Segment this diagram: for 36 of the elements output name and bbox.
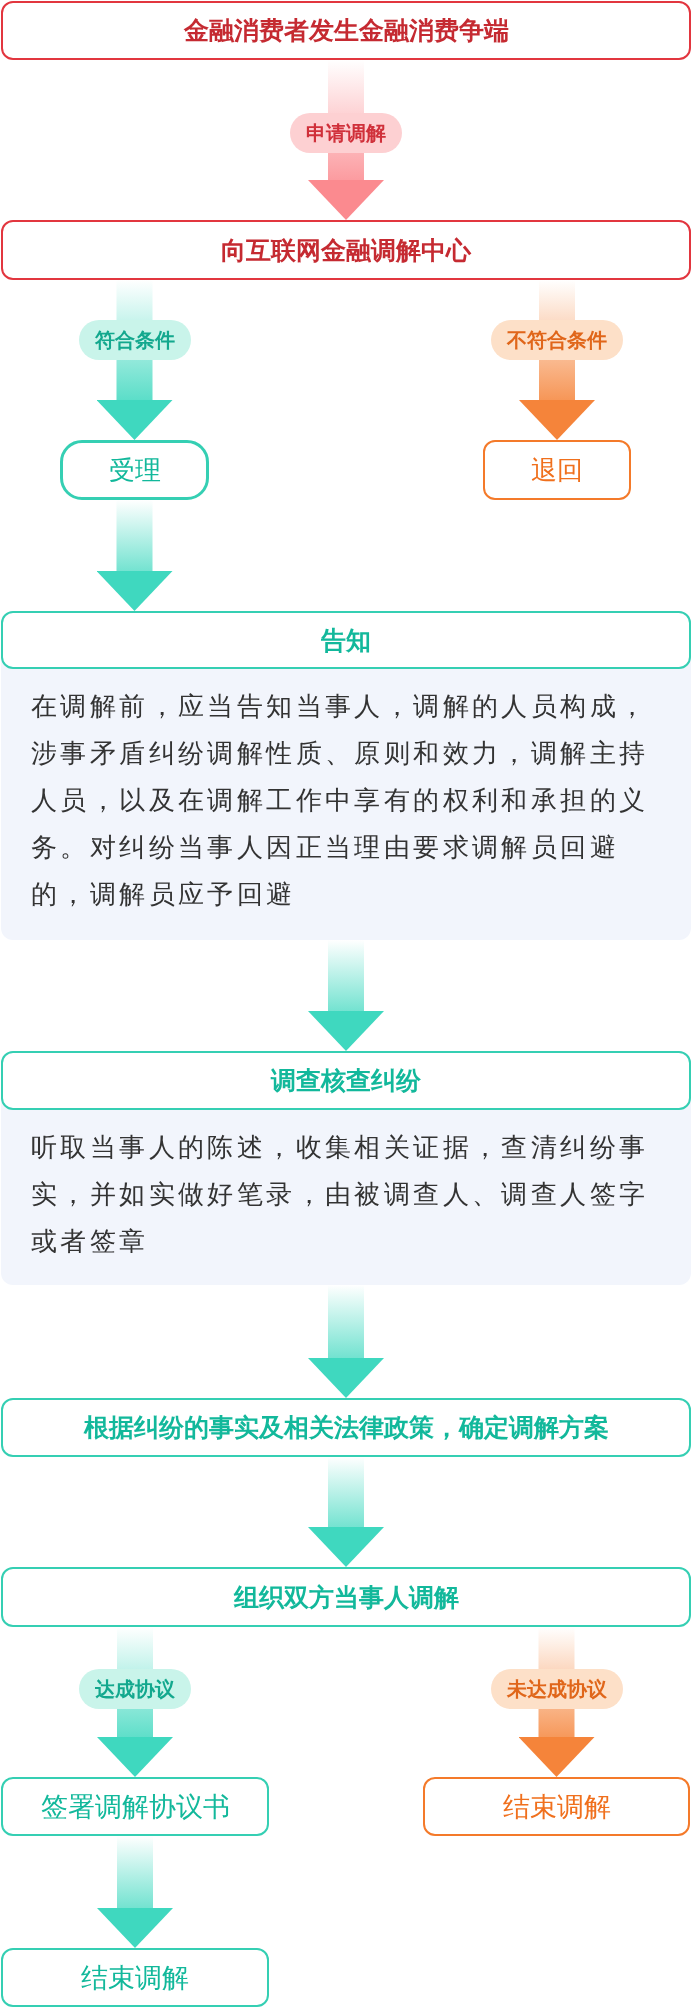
process-box [1, 1567, 691, 1627]
step-description: 在调解前，应当告知当事人，调解的人员构成，涉事矛盾纠纷调解性质、原则和效力，调解主持人员，以及在调解工作中享有的权利和承担的义务。对纠纷当事人因正当理由要求调解员回避的，调解员应予回避 [30, 690, 650, 911]
process-box [60, 440, 209, 500]
process-box [1, 220, 691, 280]
step-card [1, 1051, 691, 1285]
arrow [308, 1285, 384, 1398]
step-label: 向互联网金融调解中心 [221, 234, 471, 267]
step-label: 组织双方当事人调解 [233, 1581, 459, 1614]
arrow [308, 940, 384, 1051]
process-box [1, 1, 691, 60]
edge-label: 未达成协议 [490, 1669, 623, 1709]
process-box [1, 1777, 269, 1836]
edge-label: 符合条件 [78, 320, 191, 360]
arrow [96, 500, 173, 611]
edge-label: 不符合条件 [491, 320, 623, 360]
step-label: 金融消费者发生金融消费争端 [183, 15, 509, 47]
step-title: 调查核查纠纷 [271, 1065, 421, 1097]
process-box [423, 1777, 690, 1836]
step-label: 签署调解协议书 [40, 1789, 230, 1824]
arrow [518, 1627, 595, 1777]
process-box [1, 1398, 691, 1457]
step-description: 听取当事人的陈述，收集相关证据，查清纠纷事实，并如实做好笔录，由被调查人、调查人签字或者签章 [30, 1131, 650, 1258]
arrow [97, 1836, 173, 1948]
step-label: 根据纠纷的事实及相关法律政策，确定调解方案 [83, 1412, 609, 1444]
step-label: 结束调解 [81, 1960, 189, 1995]
arrow [97, 1627, 173, 1777]
step-label: 结束调解 [502, 1789, 611, 1824]
edge-label: 达成协议 [79, 1669, 191, 1709]
edge-label: 申请调解 [290, 113, 402, 153]
process-box [483, 440, 631, 500]
step-title: 告知 [321, 624, 371, 657]
step-card [1, 611, 691, 940]
step-label: 受理 [108, 453, 161, 487]
step-label: 退回 [531, 453, 583, 487]
arrow [308, 1457, 384, 1567]
process-box [1, 1948, 269, 2007]
